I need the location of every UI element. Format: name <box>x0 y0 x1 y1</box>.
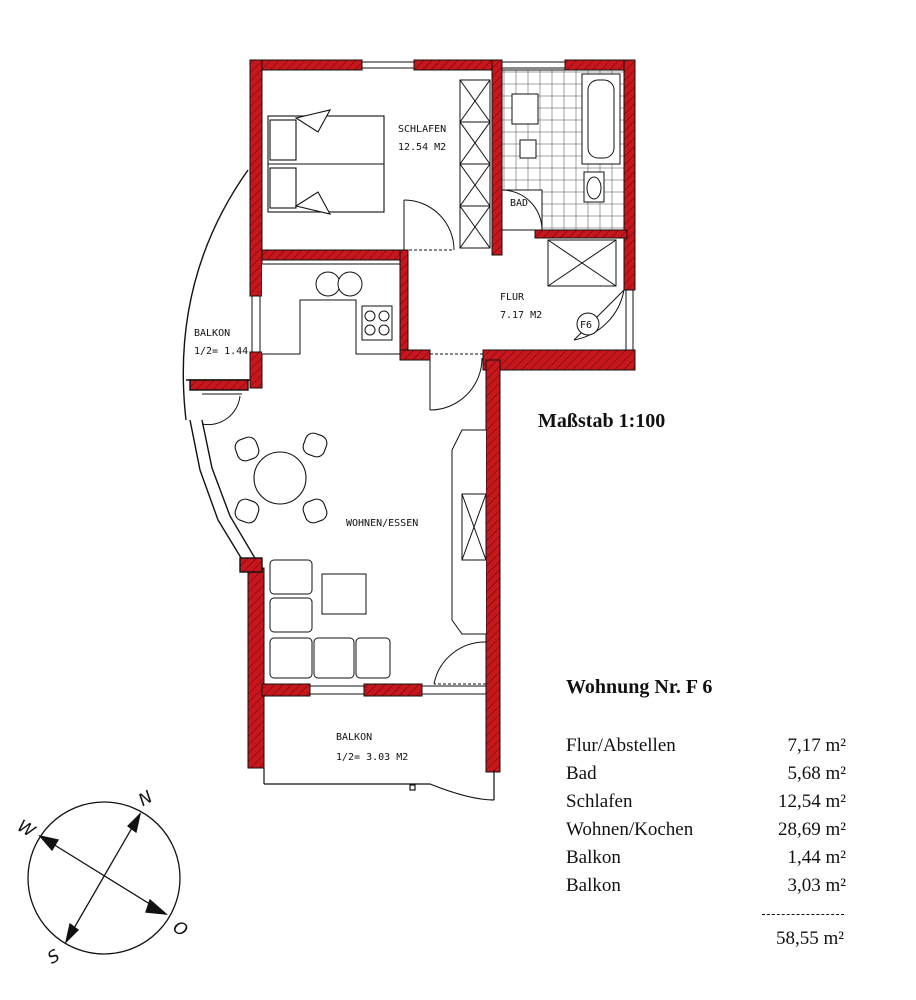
sofa-set <box>269 559 391 679</box>
bed <box>267 109 385 215</box>
area-value: 12,54 m² <box>778 791 846 812</box>
room-area-flur: 7.17 M2 <box>500 310 542 321</box>
room-label-wohnen: WOHNEN/ESSEN <box>346 518 418 529</box>
area-row: Flur/Abstellen 7,17 m² <box>566 732 846 760</box>
compass-s: S <box>44 946 64 969</box>
area-table: Flur/Abstellen 7,17 m² Bad 5,68 m² Schla… <box>566 732 846 900</box>
area-name: Bad <box>566 763 597 784</box>
door-schlafen <box>403 199 455 251</box>
kitchen <box>262 263 401 355</box>
flur-tag: F6 <box>580 320 592 331</box>
bay-window <box>182 169 263 573</box>
door-flur <box>429 289 625 411</box>
room-label-balkon-bottom: BALKON <box>336 732 372 743</box>
area-name: Balkon <box>566 847 621 868</box>
compass-w: W <box>14 816 40 842</box>
room-area-balkon-bottom: 1/2= 3.03 M2 <box>336 752 408 763</box>
area-value: 28,69 m² <box>778 819 846 840</box>
room-area-balkon-left: 1/2= 1.44 <box>194 346 248 357</box>
bathroom <box>501 69 625 231</box>
area-row: Balkon 3,03 m² <box>566 872 846 900</box>
flur-tag-circle <box>576 312 600 336</box>
compass <box>27 801 181 955</box>
wall-unit <box>451 429 487 635</box>
area-name: Wohnen/Kochen <box>566 819 694 840</box>
area-value: 1,44 m² <box>787 847 846 868</box>
area-name: Balkon <box>566 875 621 896</box>
dining-table <box>234 432 328 524</box>
room-area-schlafen: 12.54 M2 <box>398 142 446 153</box>
room-label-schlafen: SCHLAFEN <box>398 124 446 135</box>
area-value: 5,68 m² <box>787 763 846 784</box>
room-label-flur: FLUR <box>500 292 525 303</box>
area-value: 7,17 m² <box>787 735 846 756</box>
room-label-balkon-left: BALKON <box>194 328 230 339</box>
room-label-bad: BAD <box>510 198 528 209</box>
area-row: Wohnen/Kochen 28,69 m² <box>566 816 846 844</box>
bottom-balcony <box>263 768 495 801</box>
walls <box>247 59 636 773</box>
area-total: 58,55 m² <box>776 928 844 949</box>
area-name: Schlafen <box>566 791 633 812</box>
scale-label: Maßstab 1:100 <box>538 410 666 432</box>
wardrobe <box>459 79 491 249</box>
compass-o: O <box>169 917 191 941</box>
shower <box>547 239 617 287</box>
area-row: Bad 5,68 m² <box>566 760 846 788</box>
windows <box>251 61 634 695</box>
apartment-title: Wohnung Nr. F 6 <box>566 676 713 698</box>
compass-n: N <box>135 787 156 811</box>
area-row: Schlafen 12,54 m² <box>566 788 846 816</box>
area-value: 3,03 m² <box>787 875 846 896</box>
door-wohnen <box>201 393 487 685</box>
total-divider <box>762 914 844 915</box>
area-name: Flur/Abstellen <box>566 735 676 756</box>
area-row: Balkon 1,44 m² <box>566 844 846 872</box>
